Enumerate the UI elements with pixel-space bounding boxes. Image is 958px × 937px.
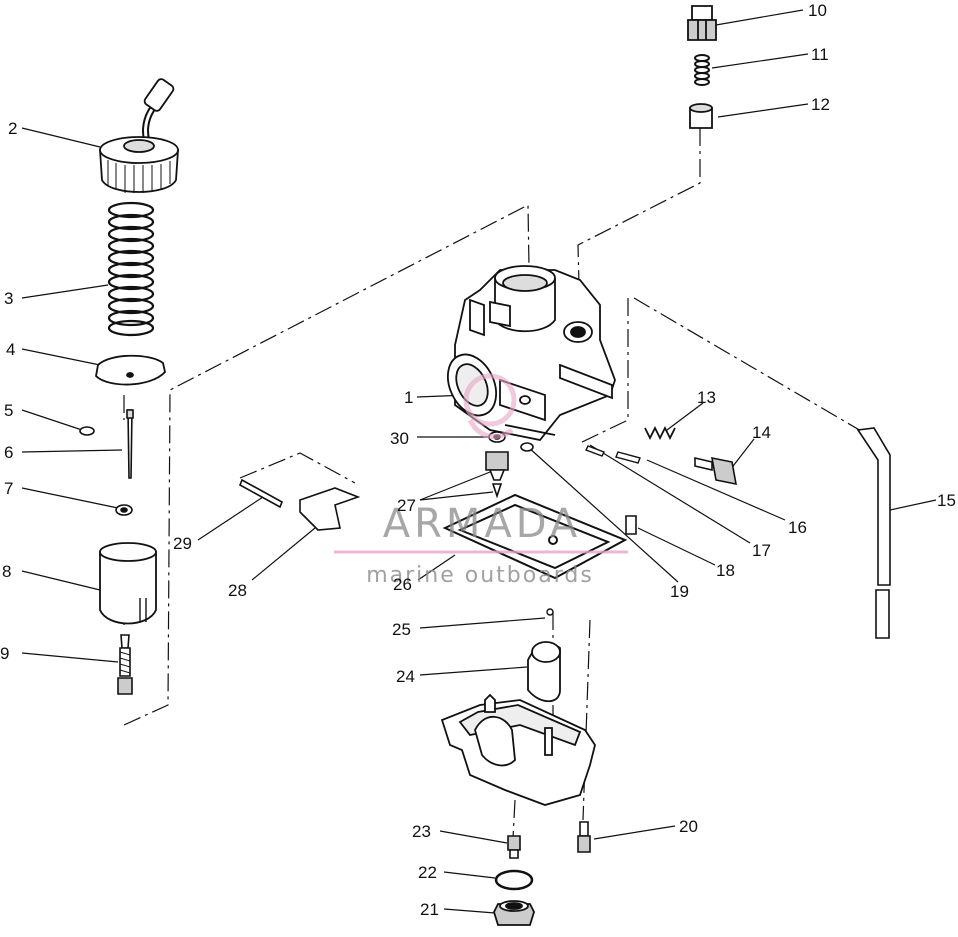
part-float-needle [546, 608, 554, 616]
callout-12: 12 [811, 95, 830, 114]
callout-25: 25 [392, 620, 411, 639]
callout-2: 2 [8, 119, 17, 138]
callout-21: 21 [420, 900, 439, 919]
part-slide-spring [107, 201, 155, 337]
callout-30: 30 [390, 429, 409, 448]
part-fitting-10 [687, 5, 717, 41]
part-idle-adjust-screw [117, 634, 133, 695]
callout-10: 10 [808, 1, 827, 20]
watermark-brand: ARMADA [383, 501, 582, 547]
part-float-arm [299, 487, 361, 531]
callout-16: 16 [788, 518, 807, 537]
part-jet-needle [126, 409, 134, 479]
callout-1: 1 [404, 388, 413, 407]
part-float-bowl-gasket [442, 493, 628, 580]
part-float-bowl [440, 693, 596, 806]
callout-28: 28 [228, 581, 247, 600]
part-o-ring [494, 869, 534, 891]
callout-13: 13 [697, 388, 716, 407]
callout-11: 11 [811, 45, 829, 64]
part-air-screw-spring [644, 425, 676, 441]
callout-3: 3 [4, 289, 13, 308]
part-pin-18 [625, 515, 637, 535]
callout-20: 20 [679, 817, 698, 836]
part-drain-jet [507, 835, 521, 859]
callout-26: 26 [393, 575, 412, 594]
part-main-jet-holder [485, 451, 509, 499]
callout-8: 8 [2, 562, 11, 581]
part-needle-retainer-plate [95, 354, 166, 386]
callout-5: 5 [4, 401, 13, 420]
watermark-emblem-ring [463, 373, 517, 427]
part-drain-plug [493, 900, 535, 926]
part-spring-11 [694, 54, 710, 86]
part-carburetor-body [447, 265, 616, 441]
callout-14: 14 [752, 423, 771, 442]
part-throttle-cable-adjuster-cap [99, 78, 179, 193]
callout-labels: 2 3 4 5 6 7 8 9 10 11 12 13 14 15 16 17 … [0, 1, 956, 919]
part-float [527, 641, 561, 703]
callout-18: 18 [716, 561, 735, 580]
watermark: ARMADA marine outboards [334, 373, 628, 588]
callout-17: 17 [752, 541, 771, 560]
callout-24: 24 [396, 667, 415, 686]
callout-9: 9 [0, 644, 9, 663]
part-overflow-tube [856, 427, 891, 639]
part-throttle-slide [99, 542, 157, 625]
callout-19: 19 [670, 582, 689, 601]
callout-27: 27 [397, 496, 416, 515]
callout-7: 7 [4, 479, 13, 498]
callout-23: 23 [412, 822, 431, 841]
part-pilot-air-screw [585, 445, 641, 464]
callout-6: 6 [4, 443, 13, 462]
part-pilot-jet [520, 442, 534, 452]
part-bowl-screw [577, 821, 591, 853]
callout-4: 4 [6, 340, 15, 359]
part-float-pin [238, 478, 284, 509]
part-air-adjust-screw [694, 456, 737, 486]
part-washer [115, 504, 133, 516]
callout-29: 29 [173, 534, 192, 553]
watermark-emblem-swoosh [467, 418, 514, 440]
leader-lines [21, 9, 937, 914]
watermark-tagline: marine outboards [366, 563, 594, 588]
part-e-clip [79, 426, 95, 436]
callout-22: 22 [418, 863, 437, 882]
callout-15: 15 [937, 491, 956, 510]
part-fitting-12 [689, 103, 713, 129]
